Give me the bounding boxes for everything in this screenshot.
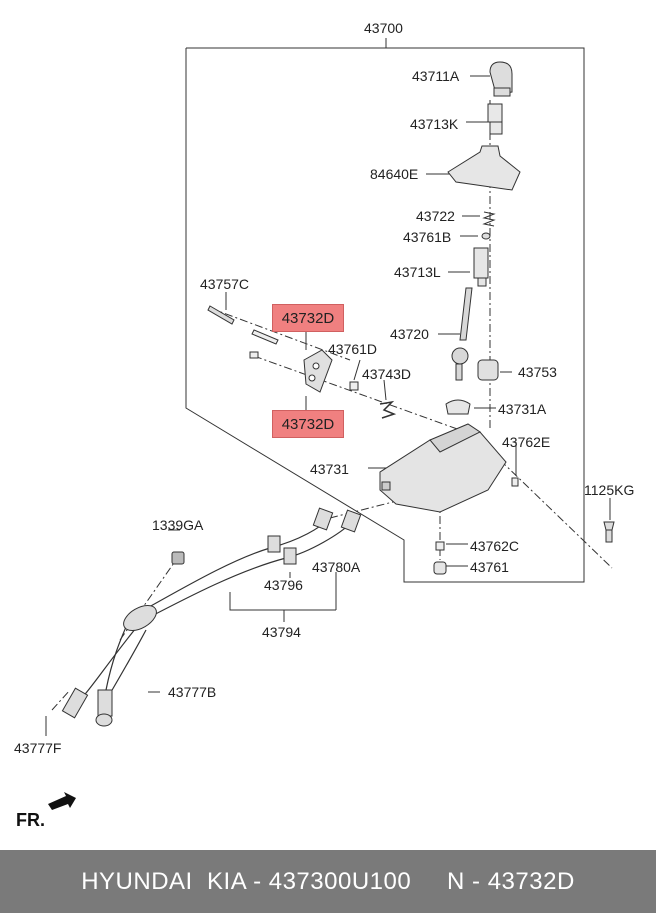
highlight-43732D-top: 43732D (272, 304, 344, 332)
knob-insert-part (487, 103, 503, 135)
boot-part (447, 145, 521, 191)
label-1125KG: 1125KG (584, 482, 635, 498)
spring-part (482, 211, 496, 227)
grommet-part (171, 551, 185, 565)
label-43700: 43700 (364, 20, 403, 36)
label-43796: 43796 (264, 577, 303, 593)
bolt-part (207, 305, 235, 325)
label-43777F: 43777F (14, 740, 62, 756)
label-43761D: 43761D (328, 341, 378, 357)
label-43743D: 43743D (362, 366, 412, 382)
cable-part (79, 517, 353, 705)
footer-bar: HYUNDAI KIA - 437300U100 N - 43732D (0, 850, 656, 913)
label-43762E: 43762E (502, 434, 551, 450)
base-part (379, 423, 507, 513)
label-43753: 43753 (518, 364, 557, 380)
cap-part (477, 359, 499, 381)
label-43713K: 43713K (410, 116, 459, 132)
label-43757C: 43757C (200, 276, 250, 292)
sleeve-part (473, 247, 489, 287)
front-direction-label: FR. (16, 810, 45, 830)
label-43722: 43722 (416, 208, 455, 224)
label-43731A: 43731A (498, 401, 547, 417)
parts-diagram (45, 38, 615, 810)
label-43762C: 43762C (470, 538, 520, 554)
label-43731: 43731 (310, 461, 349, 477)
footer-text: HYUNDAI KIA - 437300U100 N - 43732D (81, 867, 575, 895)
assembly-outline (185, 47, 585, 583)
front-arrow-icon (48, 792, 76, 810)
lever-part (451, 287, 473, 381)
bracket-plate-part (303, 349, 333, 393)
label-43720: 43720 (390, 326, 429, 342)
label-84640E: 84640E (370, 166, 419, 182)
label-1339GA: 1339GA (152, 517, 204, 533)
knob-part (489, 61, 513, 97)
ring-part (445, 399, 471, 415)
side-bolt-part (603, 521, 615, 543)
label-43777B: 43777B (168, 684, 217, 700)
clip-part (379, 400, 397, 419)
label-43713L: 43713L (394, 264, 441, 280)
label-43780A: 43780A (312, 559, 361, 575)
label-43761B: 43761B (403, 229, 452, 245)
label-43794: 43794 (262, 624, 301, 640)
label-43711A: 43711A (412, 68, 460, 84)
label-43761: 43761 (470, 559, 509, 575)
highlight-43732D-bottom: 43732D (272, 410, 344, 438)
